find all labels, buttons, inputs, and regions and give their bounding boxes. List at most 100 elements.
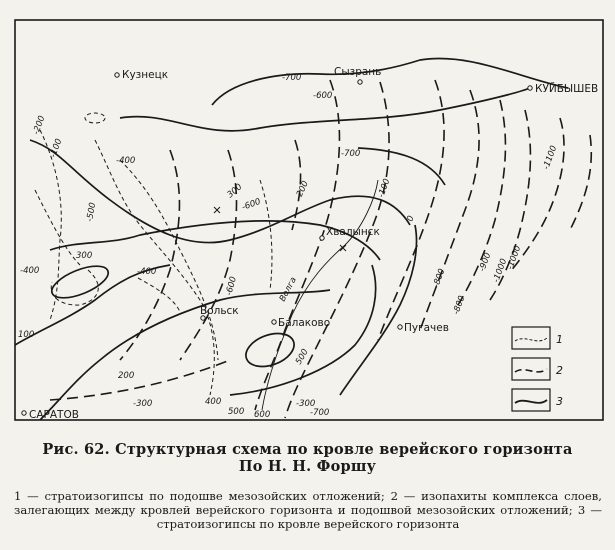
- dotted-contour: [94, 139, 215, 396]
- contour-label: 200: [118, 371, 134, 381]
- city-marker-pugachev: [397, 324, 403, 330]
- city-label-khvalynsk: Хвалынск: [326, 226, 380, 238]
- legend-number-2: 2: [556, 364, 563, 377]
- contour-label: 600: [254, 410, 270, 420]
- city-marker-syzran: [357, 79, 363, 85]
- contour-label: -1000: [505, 244, 523, 271]
- dotted-contour: [119, 159, 219, 361]
- contour-label: -1100: [541, 144, 559, 171]
- legend-swatch-2: [511, 357, 551, 381]
- solid-contour-closed: [245, 332, 295, 368]
- contour-label: -700: [341, 149, 360, 159]
- city-label-balakovo: Балаково: [278, 317, 330, 329]
- dashed-contour: [179, 149, 238, 361]
- contour-label: -200: [294, 180, 311, 202]
- legend-swatch-1: [511, 326, 551, 350]
- cross-marker: [339, 244, 347, 252]
- contour-label: -900: [477, 251, 493, 273]
- dashed-contour: [254, 79, 341, 411]
- solid-contour: [49, 220, 381, 261]
- city-marker-balakovo: [271, 319, 277, 325]
- contour-label: 0: [405, 215, 416, 224]
- contour-label: -200: [31, 114, 47, 136]
- contour-label: -300: [133, 399, 152, 409]
- legend-line-3: [514, 399, 548, 404]
- contour-label: -600: [241, 197, 263, 213]
- contour-label: 500: [228, 407, 244, 417]
- contour-label: -500: [85, 202, 98, 223]
- dashed-contour: [377, 79, 445, 341]
- dashed-contour: [284, 81, 390, 419]
- contour-label: -400: [116, 156, 135, 166]
- caption-line-2: По Н. Н. Форшу: [238, 458, 377, 475]
- map-frame: [14, 19, 604, 421]
- contour-label: -1000: [491, 257, 509, 284]
- short-dash-contours: [34, 112, 273, 396]
- contour-label: -100: [48, 137, 64, 159]
- river-label-volga: Волга: [278, 276, 299, 304]
- legend-number-1: 1: [556, 333, 563, 346]
- dashed-contour: [291, 139, 302, 231]
- structural-map: Кузнецк Сызрань КУЙБЫШЕВ Хвалынск Вольск…: [14, 19, 604, 421]
- dashed-contour: [569, 134, 593, 231]
- dotted-contour: [50, 269, 99, 306]
- contour-label: -100: [376, 177, 392, 199]
- city-label-kuibyshev: КУЙБЫШЕВ: [535, 82, 598, 95]
- city-label-saratov: САРАТОВ: [29, 409, 79, 421]
- contour-label: -800: [451, 294, 467, 316]
- volga-river: [261, 179, 379, 411]
- dashed-contour: [419, 89, 480, 331]
- dashed-contour: [119, 149, 181, 361]
- legend-line-1: [514, 337, 548, 342]
- city-label-syzran: Сызрань: [334, 66, 381, 78]
- map-legend: 1 2 3: [511, 326, 563, 412]
- caption-line-1: Рис. 62. Структурная схема по кровле вер…: [42, 441, 573, 458]
- contour-label: -700: [282, 73, 301, 83]
- solid-contour: [357, 147, 446, 186]
- cross-markers: [213, 206, 347, 252]
- city-marker-kuibyshev: [527, 85, 533, 91]
- city-marker-volsk: [200, 315, 206, 321]
- city-marker-khvalynsk: [319, 235, 325, 241]
- contour-label: -300: [296, 399, 315, 409]
- dotted-contour: [259, 179, 273, 291]
- solid-contours: [14, 57, 569, 421]
- cross-marker: [213, 206, 221, 214]
- solid-contour: [119, 87, 531, 132]
- solid-contour: [339, 224, 418, 396]
- contour-label: -600: [224, 276, 239, 297]
- contour-label: -800: [431, 267, 447, 289]
- dashed-contour: [489, 109, 532, 301]
- dotted-contour: [137, 277, 181, 313]
- contour-label: 100: [18, 330, 34, 340]
- city-label-kuznetsk: Кузнецк: [122, 69, 168, 81]
- figure-caption: Рис. 62. Структурная схема по кровле вер…: [0, 441, 615, 475]
- solid-contour: [39, 289, 331, 421]
- contour-label: -700: [310, 408, 329, 418]
- city-label-volsk: Вольск: [200, 305, 239, 317]
- legend-number-3: 3: [556, 395, 563, 408]
- dotted-contour-closed: [84, 112, 106, 124]
- long-dash-contours: [49, 79, 593, 419]
- solid-contour: [229, 264, 377, 396]
- legend-swatch-3: [511, 388, 551, 412]
- contour-label: -600: [313, 91, 332, 101]
- dotted-contour: [34, 189, 81, 266]
- solid-contour: [29, 139, 411, 244]
- city-label-pugachev: Пугачев: [404, 322, 449, 334]
- city-marker-kuznetsk: [114, 72, 120, 78]
- contour-label: 300: [76, 251, 92, 261]
- solid-contour: [211, 57, 569, 106]
- contour-label: 300: [226, 182, 245, 200]
- city-marker-saratov: [21, 410, 27, 416]
- contour-label: -400: [20, 266, 39, 276]
- dashed-contour: [509, 117, 565, 273]
- contour-label: 400: [205, 397, 221, 407]
- solid-contour: [14, 264, 171, 346]
- dashed-contour: [457, 99, 507, 306]
- dotted-contour: [39, 129, 62, 321]
- legend-description: 1 — стратоизогипсы по подошве мезозойски…: [14, 489, 602, 531]
- contour-label: -400: [137, 267, 156, 277]
- city-markers: [21, 72, 533, 416]
